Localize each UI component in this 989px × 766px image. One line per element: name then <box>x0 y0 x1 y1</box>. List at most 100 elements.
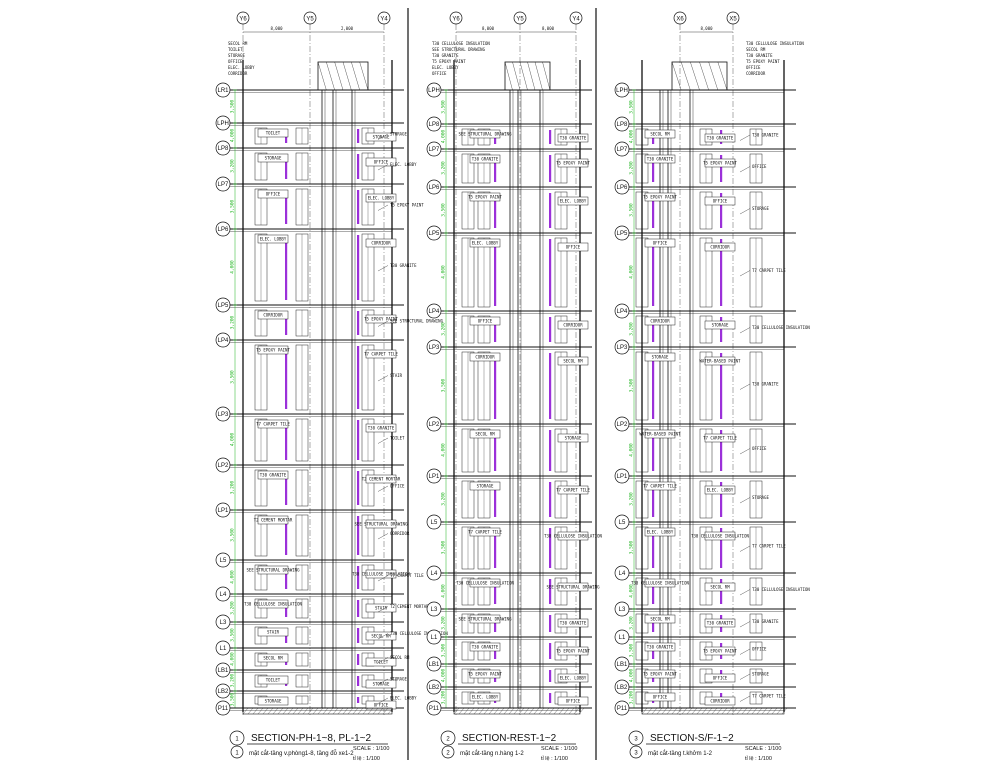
foundation-hatch <box>387 707 394 715</box>
foundation-hatch <box>242 707 249 715</box>
green-dimension-text: 3,500 <box>629 378 635 392</box>
purple-glazing-strip <box>494 155 497 182</box>
foundation-hatch <box>252 707 259 715</box>
room-label-text: OFFICE <box>566 245 581 250</box>
leader-line <box>739 589 751 596</box>
leader-line <box>377 678 389 685</box>
leader-note-text: CORRIDOR <box>390 531 410 536</box>
roof-truss-member <box>317 61 327 91</box>
room-label-box <box>257 234 289 244</box>
green-dimension-text: 4,000 <box>629 443 635 457</box>
room-label-text: T30 GRANITE <box>707 621 734 626</box>
level-bubble-label: LP1 <box>617 474 628 480</box>
subtitle-number-circle <box>629 745 643 759</box>
purple-glazing-strip <box>549 670 552 682</box>
leader-note-text: T7 CARPET TILE <box>752 694 786 699</box>
room-label-box <box>469 192 501 202</box>
leader-note-text: T2 CEMENT MORTAR <box>390 604 429 609</box>
level-bubble-label: L4 <box>431 571 438 577</box>
level-bubble-label: LB1 <box>429 662 440 668</box>
room-label-box <box>365 157 397 167</box>
room-label-text: T30 GRANITE <box>560 621 587 626</box>
room-label-box <box>704 196 736 206</box>
room-label-box <box>644 527 676 537</box>
roof-truss-member <box>681 61 691 91</box>
foundation-hatch <box>533 707 540 715</box>
foundation-hatch <box>372 707 379 715</box>
leader-note-text: T30 GRANITE <box>752 382 779 387</box>
roof-truss-member <box>326 61 335 91</box>
leader-note-text: TOILET <box>390 436 405 441</box>
room-label-box <box>557 582 589 592</box>
leader-line <box>739 497 751 504</box>
purple-glazing-strip <box>357 566 360 589</box>
green-dimension-text: 3,500 <box>629 100 635 114</box>
room-label-text: T5 EPOXY PAINT <box>256 348 290 353</box>
level-bubble-label: LPH <box>217 121 229 127</box>
room-label-box <box>644 481 676 491</box>
room-label-text: OFFICE <box>713 199 728 204</box>
leader-note-text: T7 CARPET TILE <box>752 268 786 273</box>
foundation-hatch <box>347 707 354 715</box>
level-bubble-label: LB2 <box>617 685 628 691</box>
room-label-box <box>469 527 501 537</box>
purple-glazing-strip <box>357 600 360 617</box>
room-label-text: ELEC. LOBBY <box>560 676 587 681</box>
green-dimension-text: 3,200 <box>441 690 447 704</box>
leader-note-text: ELEC. LOBBY <box>390 162 417 167</box>
level-bubble-label: LP2 <box>429 422 440 428</box>
room-label-box <box>644 238 676 248</box>
purple-glazing-strip <box>357 154 360 179</box>
room-label-box <box>704 673 736 683</box>
foundation-hatch <box>741 707 748 715</box>
green-dimension-text: 4,000 <box>230 432 236 446</box>
room-label-box <box>557 531 589 541</box>
room-label-box <box>704 356 736 366</box>
room-label-text: T5 EPOXY PAINT <box>556 649 590 654</box>
level-bubble-label: LP7 <box>429 147 440 153</box>
foundation-hatch <box>671 707 678 715</box>
section-scale: SCALE : 1/100 <box>745 746 781 752</box>
purple-glazing-strip <box>549 482 552 517</box>
room-label-text: SEE STRUCTURAL DRAWING <box>355 522 409 527</box>
title-number: 2 <box>446 737 450 743</box>
leader-line <box>377 204 389 211</box>
room-label-text: T5 EPOXY PAINT <box>556 161 590 166</box>
title-number: 1 <box>235 737 239 743</box>
roof-truss-member <box>717 61 728 91</box>
foundation-hatch <box>691 707 698 715</box>
purple-glazing-strip <box>285 190 288 224</box>
room-label-text: CORRIDOR <box>475 355 495 360</box>
room-label-box <box>257 345 289 355</box>
room-label-text: T7 CARPET TILE <box>468 530 502 535</box>
foundation-hatch <box>538 707 545 715</box>
room-label-text: SECOL RM <box>371 634 391 639</box>
level-bubble-label: LP7 <box>218 182 229 188</box>
room-label-text: T30 CELLULOSE INSULATION <box>544 534 602 539</box>
room-label-box <box>365 679 397 689</box>
foundation-hatch <box>277 707 284 715</box>
room-label-box <box>644 129 676 139</box>
room-label-text: WATER-BASED PAINT <box>700 359 742 364</box>
level-bubble-label: LB2 <box>218 689 229 695</box>
subtitle-number-circle <box>441 745 455 759</box>
purple-glazing-strip <box>652 528 655 568</box>
green-dimension-text: 3,200 <box>441 616 447 630</box>
green-dimension-text: 3,500 <box>441 100 447 114</box>
foundation-hatch <box>578 707 585 715</box>
room-label-box <box>557 133 589 143</box>
level-bubble-label: LP5 <box>218 303 229 309</box>
roof-truss-member <box>334 61 344 91</box>
room-label-text: STORAGE <box>652 355 669 360</box>
room-label-box <box>257 696 289 706</box>
foundation-hatch <box>307 707 314 715</box>
foundation-hatch <box>498 707 505 715</box>
room-label-text: T30 GRANITE <box>260 473 287 478</box>
section-title: SECTION-PH-1~8, PL-1~2 <box>251 733 371 744</box>
room-label-text: STORAGE <box>565 436 582 441</box>
room-label-text: T7 CARPET TILE <box>364 352 398 357</box>
room-label-text: SEE STRUCTURAL DRAWING <box>247 568 301 573</box>
level-bubble-label: L1 <box>619 635 626 641</box>
top-annotation-text: OFFICE <box>228 59 243 64</box>
